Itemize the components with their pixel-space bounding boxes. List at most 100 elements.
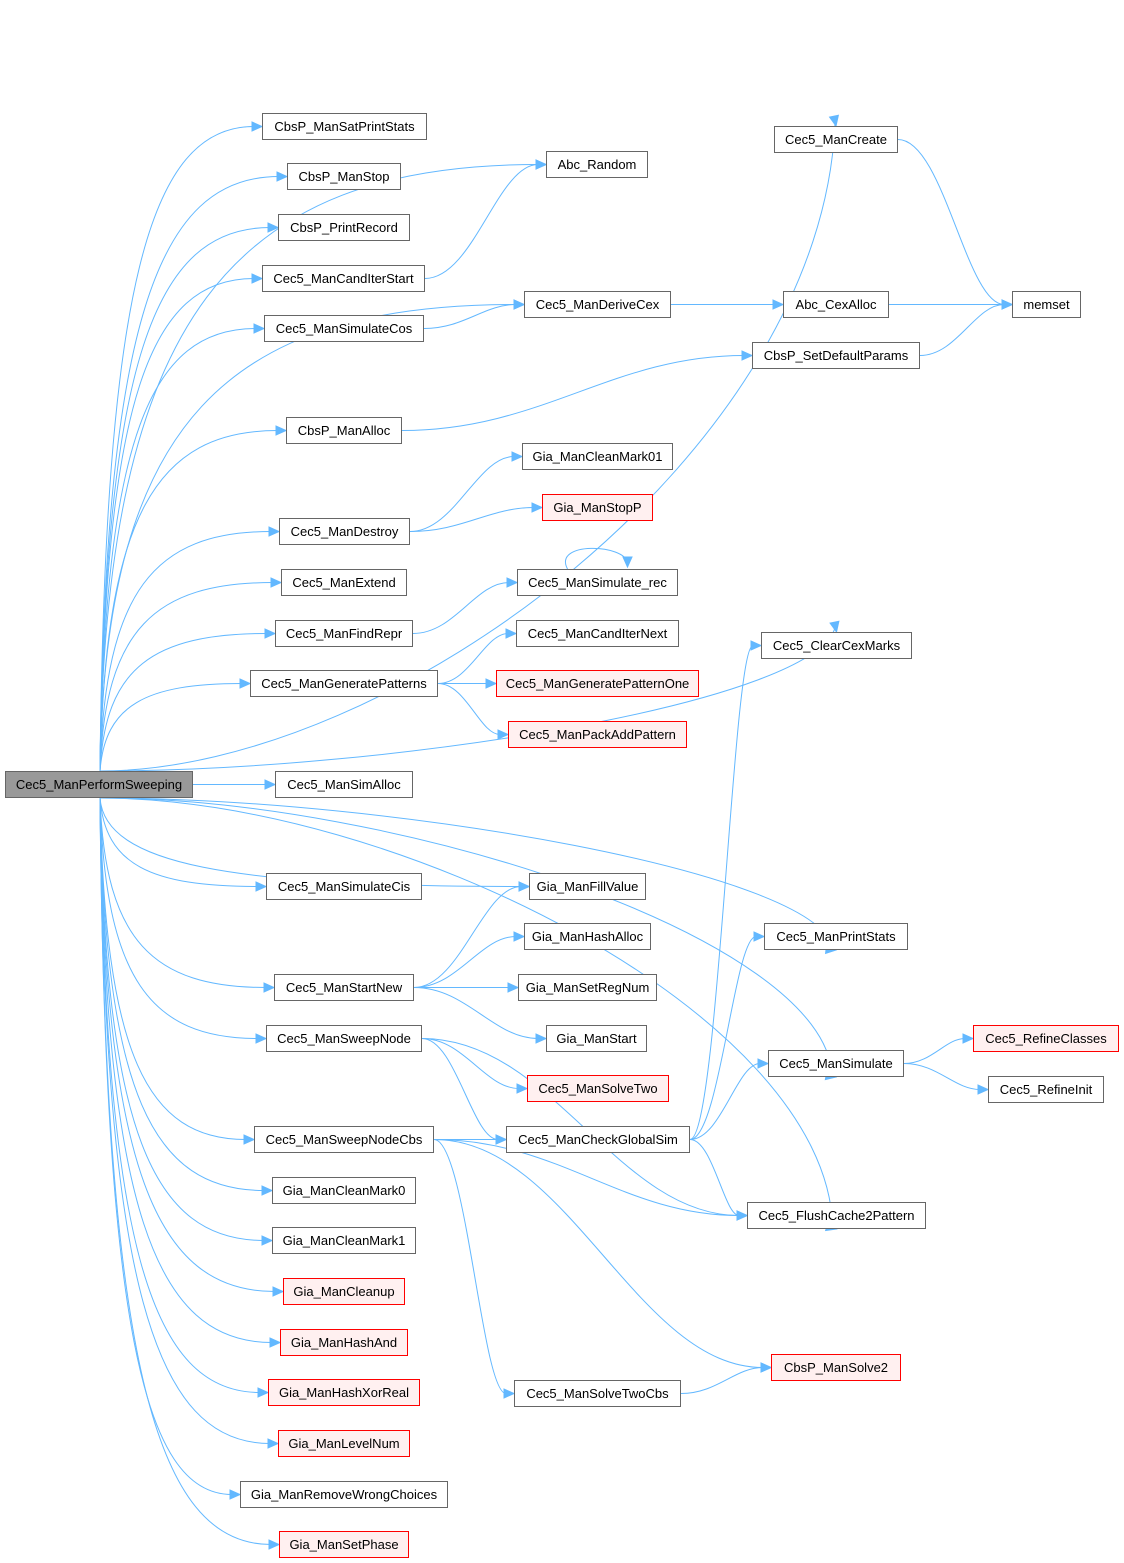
edge-sweepNodeCbs-to-cbsSolve2 xyxy=(433,1139,773,1373)
node-cec5-manpackaddpattern[interactable]: Cec5_ManPackAddPattern xyxy=(508,721,687,748)
node-cec5-flushcache2pattern[interactable]: Cec5_FlushCache2Pattern xyxy=(747,1202,926,1229)
arrowhead-icon xyxy=(513,299,526,310)
edge-simulateCos-to-deriveCex xyxy=(423,299,526,329)
arrowhead-icon xyxy=(261,1185,274,1196)
edge-root-to-cleanup xyxy=(99,797,285,1297)
edge-root-to-manCreate xyxy=(99,114,840,772)
arrowhead-icon xyxy=(518,881,531,892)
node-cec5-manfindrepr[interactable]: Cec5_ManFindRepr xyxy=(275,620,413,647)
arrowhead-icon xyxy=(962,1033,975,1044)
node-cbsp-printrecord[interactable]: CbsP_PrintRecord xyxy=(278,214,410,241)
node-gia-manhashalloc[interactable]: Gia_ManHashAlloc xyxy=(524,923,651,950)
arrowhead-icon xyxy=(495,1134,508,1145)
node-cec5-mansimulatecos[interactable]: Cec5_ManSimulateCos xyxy=(264,315,424,342)
node-cec5-mangeneratepatterns[interactable]: Cec5_ManGeneratePatterns xyxy=(250,670,438,697)
node-cec5-manderivecex[interactable]: Cec5_ManDeriveCex xyxy=(524,291,671,318)
node-root-cec5-manperformsweeping: Cec5_ManPerformSweeping xyxy=(5,771,193,798)
edge-root-to-hashAnd xyxy=(99,797,282,1348)
edge-genPatterns-to-genPatternOne xyxy=(438,678,498,689)
node-cec5-mansolvetwocbs[interactable]: Cec5_ManSolveTwoCbs xyxy=(514,1380,681,1407)
node-cbsp-manstop[interactable]: CbsP_ManStop xyxy=(287,163,401,190)
arrowhead-icon xyxy=(513,299,526,310)
arrowhead-icon xyxy=(1001,299,1014,310)
node-gia-mancleanmark01[interactable]: Gia_ManCleanMark01 xyxy=(522,443,673,470)
node-gia-manfillvalue[interactable]: Gia_ManFillValue xyxy=(529,873,646,900)
arrowhead-icon xyxy=(535,159,548,170)
arrowhead-icon xyxy=(829,620,840,634)
arrowhead-icon xyxy=(251,273,264,284)
edge-root-to-simAlloc xyxy=(193,779,277,790)
node-cec5-mansweepnodecbs[interactable]: Cec5_ManSweepNodeCbs xyxy=(254,1126,434,1153)
node-cbsp-mansatprintstats[interactable]: CbsP_ManSatPrintStats xyxy=(262,113,427,140)
arrowhead-icon xyxy=(253,323,266,334)
edge-deriveCex-to-cexAlloc xyxy=(670,299,785,310)
node-cec5-manstartnew[interactable]: Cec5_ManStartNew xyxy=(274,974,414,1001)
edge-root-to-destroy xyxy=(99,526,281,772)
arrowhead-icon xyxy=(270,577,283,588)
node-cec5-mansweepnode[interactable]: Cec5_ManSweepNode xyxy=(266,1025,422,1052)
node-gia-mancleanup[interactable]: Gia_ManCleanup xyxy=(283,1278,405,1305)
node-cec5-mancanditerstart[interactable]: Cec5_ManCandIterStart xyxy=(262,265,425,292)
node-cec5-manprintstats[interactable]: Cec5_ManPrintStats xyxy=(764,923,908,950)
node-gia-manhashxorreal[interactable]: Gia_ManHashXorReal xyxy=(268,1379,420,1406)
edge-root-to-genPatterns xyxy=(99,678,252,772)
node-cec5-refineclasses[interactable]: Cec5_RefineClasses xyxy=(973,1025,1119,1052)
arrowhead-icon xyxy=(760,1362,773,1373)
node-cec5-clearcexmarks[interactable]: Cec5_ClearCexMarks xyxy=(761,632,912,659)
arrowhead-icon xyxy=(736,1210,749,1221)
node-gia-mancleanmark1[interactable]: Gia_ManCleanMark1 xyxy=(272,1227,416,1254)
node-cec5-mansimulate[interactable]: Cec5_ManSimulate xyxy=(768,1050,904,1077)
node-cec5-mansimulatecis[interactable]: Cec5_ManSimulateCis xyxy=(266,873,422,900)
edge-destroy-to-stopP xyxy=(409,502,544,532)
arrowhead-icon xyxy=(1001,299,1014,310)
node-cbsp-mansolve2[interactable]: CbsP_ManSolve2 xyxy=(771,1354,901,1381)
node-gia-mansetregnum[interactable]: Gia_ManSetRegNum xyxy=(518,974,657,1001)
node-cbsp-setdefaultparams[interactable]: CbsP_SetDefaultParams xyxy=(752,342,920,369)
node-cec5-manextend[interactable]: Cec5_ManExtend xyxy=(281,569,407,596)
edge-manSimulate-to-refineInit xyxy=(903,1063,990,1095)
edge-startNew-to-hashAlloc xyxy=(413,931,526,988)
edge-root-to-clearCexMarks xyxy=(99,620,840,772)
node-cec5-mandestroy[interactable]: Cec5_ManDestroy xyxy=(279,518,410,545)
node-abc-cexalloc[interactable]: Abc_CexAlloc xyxy=(783,291,889,318)
arrowhead-icon xyxy=(741,350,754,361)
arrowhead-icon xyxy=(269,1337,282,1348)
arrowhead-icon xyxy=(828,114,840,128)
arrowhead-icon xyxy=(531,502,544,513)
node-gia-manlevelnum[interactable]: Gia_ManLevelNum xyxy=(278,1430,410,1457)
node-gia-mancleanmark0[interactable]: Gia_ManCleanMark0 xyxy=(272,1177,416,1204)
node-cec5-refineinit[interactable]: Cec5_RefineInit xyxy=(988,1076,1104,1103)
node-cec5-mansimalloc[interactable]: Cec5_ManSimAlloc xyxy=(275,771,413,798)
node-cec5-mancreate[interactable]: Cec5_ManCreate xyxy=(774,126,898,153)
edge-simulateRec-to-simulateRec xyxy=(565,547,633,570)
edge-root-to-simulateCos xyxy=(99,323,266,772)
node-cec5-manchecglobalsim[interactable]: Cec5_ManCheckGlobalSim xyxy=(506,1126,690,1153)
arrowhead-icon xyxy=(518,881,531,892)
node-gia-manstopp[interactable]: Gia_ManStopP xyxy=(542,494,653,521)
edge-sweepNodeCbs-to-solveTwoCbs xyxy=(433,1139,516,1399)
node-gia-manhashand[interactable]: Gia_ManHashAnd xyxy=(280,1329,408,1356)
node-cbsp-manalloc[interactable]: CbsP_ManAlloc xyxy=(286,417,402,444)
arrowhead-icon xyxy=(255,881,268,892)
node-cec5-mangeneratepatternone[interactable]: Cec5_ManGeneratePatternOne xyxy=(496,670,699,697)
edge-checkGlobalSim-to-printStats xyxy=(689,931,766,1140)
edge-root-to-manSimulate xyxy=(99,797,838,1081)
edge-root-to-simulateCis xyxy=(99,797,268,892)
node-abc-random[interactable]: Abc_Random xyxy=(546,151,648,178)
node-gia-mansetphase[interactable]: Gia_ManSetPhase xyxy=(279,1531,409,1558)
arrowhead-icon xyxy=(505,628,518,639)
edge-startNew-to-setRegNum xyxy=(414,982,520,993)
arrowhead-icon xyxy=(506,577,519,588)
arrowhead-icon xyxy=(229,1489,242,1500)
node-gia-manstart[interactable]: Gia_ManStart xyxy=(546,1025,647,1052)
node-cec5-mansolvetwo[interactable]: Cec5_ManSolveTwo xyxy=(527,1075,669,1102)
arrowhead-icon xyxy=(275,425,288,436)
arrowhead-icon xyxy=(513,931,526,942)
node-cec5-mansimulate-rec[interactable]: Cec5_ManSimulate_rec xyxy=(517,569,678,596)
node-memset[interactable]: memset xyxy=(1012,291,1081,318)
edge-candIterStart-to-abcRandom xyxy=(424,159,548,279)
arrowhead-icon xyxy=(243,1134,256,1145)
node-gia-manremovewrongchoices[interactable]: Gia_ManRemoveWrongChoices xyxy=(240,1481,448,1508)
edge-cexAlloc-to-memset xyxy=(888,299,1014,310)
node-cec5-mancanditernext[interactable]: Cec5_ManCandIterNext xyxy=(516,620,679,647)
